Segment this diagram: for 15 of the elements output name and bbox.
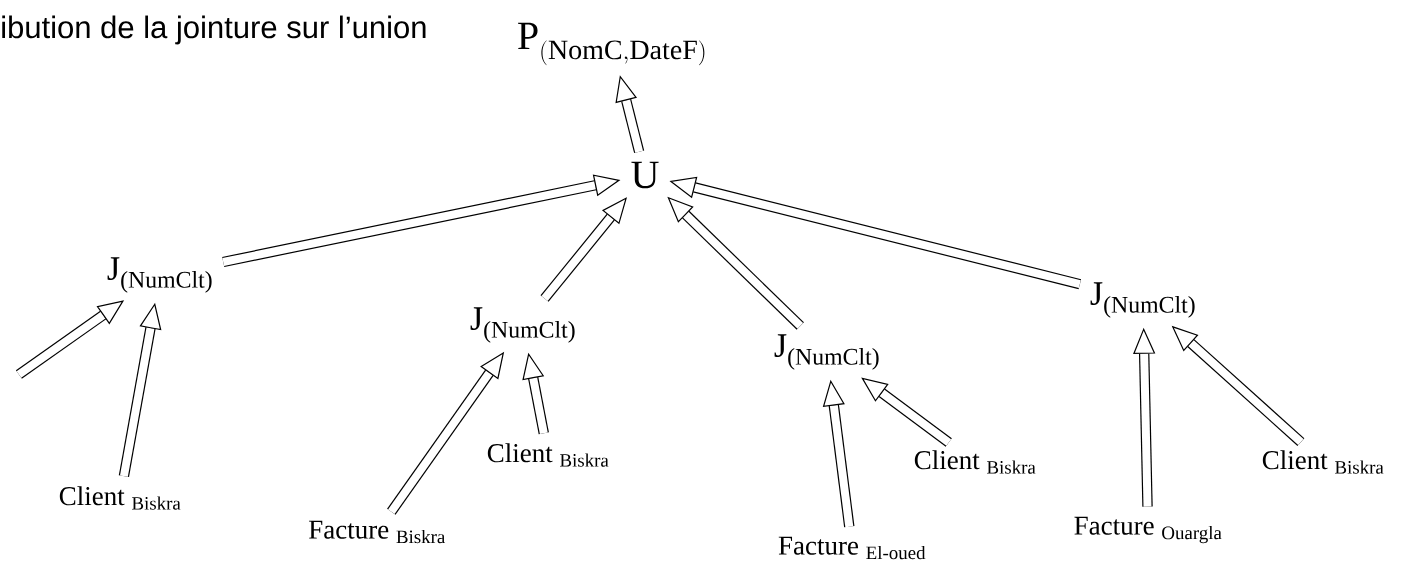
node-label: $\mathrm{P}_{(\mathrm{NomC,DateF})}$ xyxy=(518,22,705,66)
node-label: Facture $_{El-oued}$ xyxy=(778,536,926,560)
block-arrow xyxy=(861,377,952,447)
node-label: U xyxy=(631,161,659,189)
node-label: Client $_{Biskra}$ xyxy=(1262,450,1384,474)
node-label: Client $_{Biskra}$ xyxy=(487,443,609,467)
node-label: J$_{(NumClt)}$ xyxy=(470,307,575,343)
heading: ibution de la jointure sur l’union xyxy=(2,15,426,45)
node-label: J$_{(NumClt)}$ xyxy=(1090,282,1195,318)
node-label: J$_{(NumClt)}$ xyxy=(774,334,879,370)
node-label: Client $_{Biskra}$ xyxy=(914,450,1036,474)
node-label: Facture $_{Biskra}$ xyxy=(309,520,445,544)
node-label: Facture $_{Ouargla}$ xyxy=(1074,516,1222,544)
node-label: Client $_{Biskra}$ xyxy=(59,486,181,510)
node-label: J$_{(NumClt)}$ xyxy=(107,257,212,293)
